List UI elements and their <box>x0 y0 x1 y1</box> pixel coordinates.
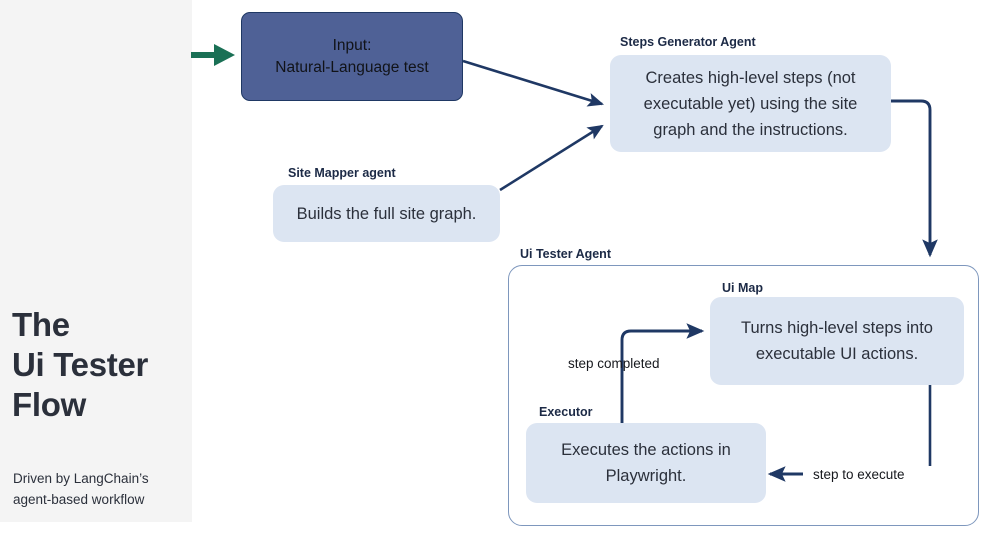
edge-label-step-completed: step completed <box>568 356 660 371</box>
node-input-line-2: Natural-Language test <box>275 58 429 76</box>
node-steps-generator-text: Creates high-level steps (not executable… <box>643 68 858 139</box>
node-ui-map-text: Turns high-level steps into executable U… <box>741 319 933 363</box>
label-site-mapper-agent: Site Mapper agent <box>288 166 396 180</box>
node-ui-map[interactable]: Turns high-level steps into executable U… <box>710 297 964 385</box>
node-input-line-1: Input: <box>332 36 372 54</box>
node-input[interactable]: Input: Natural-Language test <box>241 12 463 101</box>
edge-label-step-to-execute: step to execute <box>813 467 905 482</box>
node-executor[interactable]: Executes the actions in Playwright. <box>526 423 766 503</box>
start-arrow-icon <box>191 44 235 66</box>
node-steps-generator[interactable]: Creates high-level steps (not executable… <box>610 55 891 152</box>
container-ui-tester-agent <box>508 265 979 526</box>
page-subtitle: Driven by LangChain’s agent-based workfl… <box>13 471 149 507</box>
label-ui-tester-agent: Ui Tester Agent <box>520 247 611 261</box>
edge-input-to-steps <box>462 59 604 107</box>
label-steps-generator-agent: Steps Generator Agent <box>620 35 756 49</box>
label-executor: Executor <box>539 405 593 419</box>
label-ui-map: Ui Map <box>722 281 763 295</box>
page-title-line-2: Ui Tester <box>12 346 149 383</box>
node-input-text: Input: Natural-Language test <box>275 35 428 79</box>
node-site-mapper-text: Builds the full site graph. <box>296 204 477 223</box>
node-site-mapper[interactable]: Builds the full site graph. <box>273 185 500 242</box>
page-title-line-3: Flow <box>12 386 86 423</box>
edge-sitemapper-to-steps <box>499 124 604 192</box>
node-executor-text: Executes the actions in Playwright. <box>561 441 731 485</box>
page-title-line-1: The <box>12 306 70 343</box>
edge-steps-to-uitester <box>891 99 938 258</box>
